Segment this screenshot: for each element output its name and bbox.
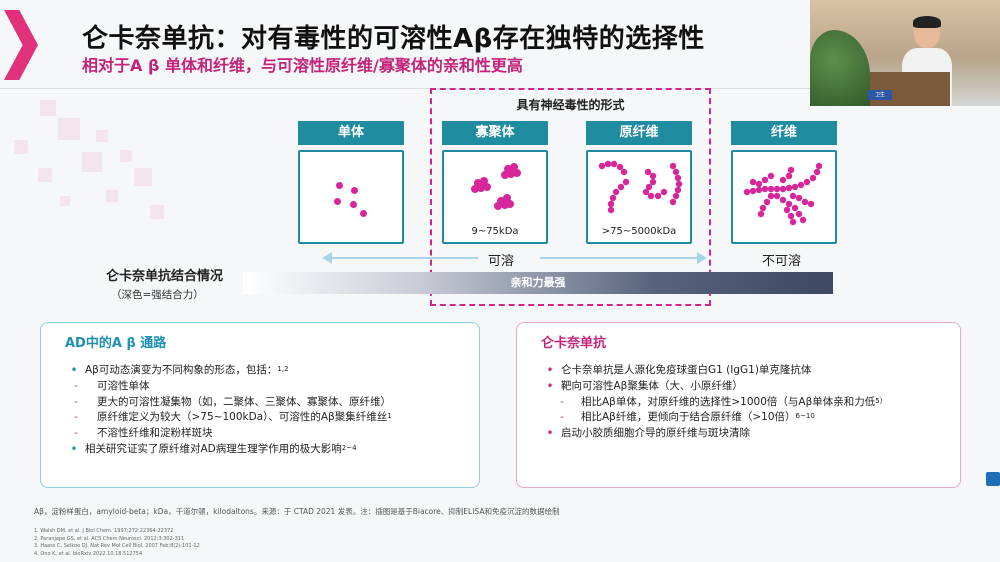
list-item: -可溶性单体 bbox=[74, 379, 150, 392]
ab-pathway-panel: AD中的A β 通路 •Aβ可动态演变为不同构象的形态，包括：1,2 -可溶性单… bbox=[40, 322, 480, 488]
oligomer-clusters bbox=[471, 163, 521, 210]
decorative-square bbox=[134, 168, 152, 186]
list-item: •仑卡奈单抗是人源化免疫球蛋白G1 (IgG1)单克隆抗体 bbox=[546, 363, 812, 377]
monomer-dot bbox=[336, 182, 343, 189]
reference-item: 4. Ono K, et al. bioRxiv 2022.10.18.5127… bbox=[34, 550, 143, 557]
fibril-aggregate bbox=[743, 162, 823, 226]
reference-item: 1. Walsh DM, et al. J Biol Chem. 1997;27… bbox=[34, 528, 174, 534]
decorative-square bbox=[106, 190, 118, 202]
protofibril-chains bbox=[598, 160, 683, 214]
binding-subtitle: （深色=强结合力） bbox=[111, 289, 204, 301]
reference-item: 2. Paranjape GS, et al. ACS Chem Neurosc… bbox=[34, 535, 185, 542]
arrow-left-icon bbox=[322, 252, 332, 264]
ab-pathway-title: AD中的A β 通路 bbox=[65, 336, 167, 351]
footnote: Aβ，淀粉样蛋白，amyloid-beta；kDa，千道尔顿，kilodalto… bbox=[34, 507, 560, 516]
player-control-icon[interactable] bbox=[986, 472, 1000, 486]
lectern-logo: 卫生 bbox=[868, 90, 892, 100]
solubility-arrow-right bbox=[540, 257, 698, 259]
binding-title: 仑卡奈单抗结合情况 bbox=[106, 269, 224, 284]
decorative-square bbox=[82, 152, 102, 172]
monomer-box bbox=[298, 150, 404, 244]
decorative-square bbox=[150, 205, 164, 219]
chevron-icon bbox=[4, 10, 38, 80]
decorative-square bbox=[60, 196, 70, 206]
list-item: -不溶性纤维和淀粉样斑块 bbox=[74, 427, 213, 440]
oligomer-size: 9~75kDa bbox=[471, 226, 519, 237]
list-item: -原纤维定义为较大（>75~100kDa）、可溶性的Aβ聚集纤维丝1 bbox=[74, 411, 392, 424]
monomer-dot bbox=[351, 187, 358, 194]
monomer-dot bbox=[350, 201, 357, 208]
lectern-image bbox=[870, 72, 950, 106]
protofibril-box: >75~5000kDa bbox=[586, 150, 692, 244]
arrow-right-icon bbox=[697, 252, 707, 264]
protofibril-size: >75~5000kDa bbox=[601, 226, 677, 237]
decorative-square bbox=[96, 130, 108, 142]
speaker-video: 卫生 bbox=[810, 0, 1000, 106]
list-item: •相关研究证实了原纤维对AD病理生理学作用的极大影响2~4 bbox=[70, 441, 357, 456]
lecanemab-list: •仑卡奈单抗是人源化免疫球蛋白G1 (IgG1)单克隆抗体 •靶向可溶性Aβ聚集… bbox=[546, 363, 887, 442]
decorative-square bbox=[40, 100, 56, 116]
neurotoxic-frame bbox=[430, 88, 711, 306]
plant-image bbox=[810, 30, 870, 106]
reference-item: 3. Haass C, Selkoe DJ. Nat Rev Mol Cell … bbox=[34, 543, 200, 549]
list-item: -更大的可溶性凝集物（如，二聚体、三聚体、寡聚体、原纤维） bbox=[74, 395, 391, 408]
list-item: •启动小胶质细胞介导的原纤维与斑块清除 bbox=[546, 426, 750, 441]
page-title: 仑卡奈单抗：对有毒性的可溶性Aβ存在独特的选择性 bbox=[82, 24, 705, 54]
title-divider bbox=[0, 88, 820, 89]
fibril-box bbox=[731, 150, 837, 244]
form-header-protofibril: 原纤维 bbox=[586, 121, 692, 145]
lecanemab-title: 仑卡奈单抗 bbox=[541, 336, 607, 351]
decorative-square bbox=[14, 140, 28, 154]
insoluble-label: 不可溶 bbox=[762, 254, 802, 269]
soluble-label: 可溶 bbox=[488, 254, 515, 269]
neurotoxic-label: 具有神经毒性的形式 bbox=[516, 98, 625, 112]
monomer-dot bbox=[360, 210, 367, 217]
solubility-arrow-left bbox=[330, 257, 478, 259]
form-header-fibril: 纤维 bbox=[731, 121, 837, 145]
list-item: •Aβ可动态演变为不同构象的形态，包括：1,2 bbox=[70, 363, 289, 377]
list-item: •靶向可溶性Aβ聚集体（大、小原纤维） bbox=[546, 378, 743, 393]
decorative-square bbox=[120, 150, 132, 162]
references: 1. Walsh DM, et al. J Biol Chem. 1997;27… bbox=[34, 528, 200, 558]
list-item: -相比Aβ单体，对原纤维的选择性>1000倍（与Aβ单体亲和力低5） bbox=[560, 395, 887, 408]
monomer-dot bbox=[334, 198, 341, 205]
lecanemab-panel: 仑卡奈单抗 •仑卡奈单抗是人源化免疫球蛋白G1 (IgG1)单克隆抗体 •靶向可… bbox=[516, 322, 961, 488]
page-subtitle: 相对于A β 单体和纤维，与可溶性原纤维/寡聚体的亲和性更高 bbox=[82, 56, 523, 75]
decorative-square bbox=[58, 118, 80, 140]
list-item: -相比Aβ纤维，更倾向于结合原纤维（>10倍）6~10 bbox=[560, 411, 815, 424]
form-header-monomer: 单体 bbox=[298, 121, 404, 145]
affinity-label: 亲和力最强 bbox=[510, 276, 566, 289]
decorative-square bbox=[38, 168, 52, 182]
form-header-oligomer: 寡聚体 bbox=[442, 121, 548, 145]
affinity-gradient-bar bbox=[243, 272, 833, 294]
oligomer-box: 9~75kDa bbox=[442, 150, 548, 244]
ab-pathway-list: •Aβ可动态演变为不同构象的形态，包括：1,2 -可溶性单体 -更大的可溶性凝集… bbox=[70, 363, 392, 458]
